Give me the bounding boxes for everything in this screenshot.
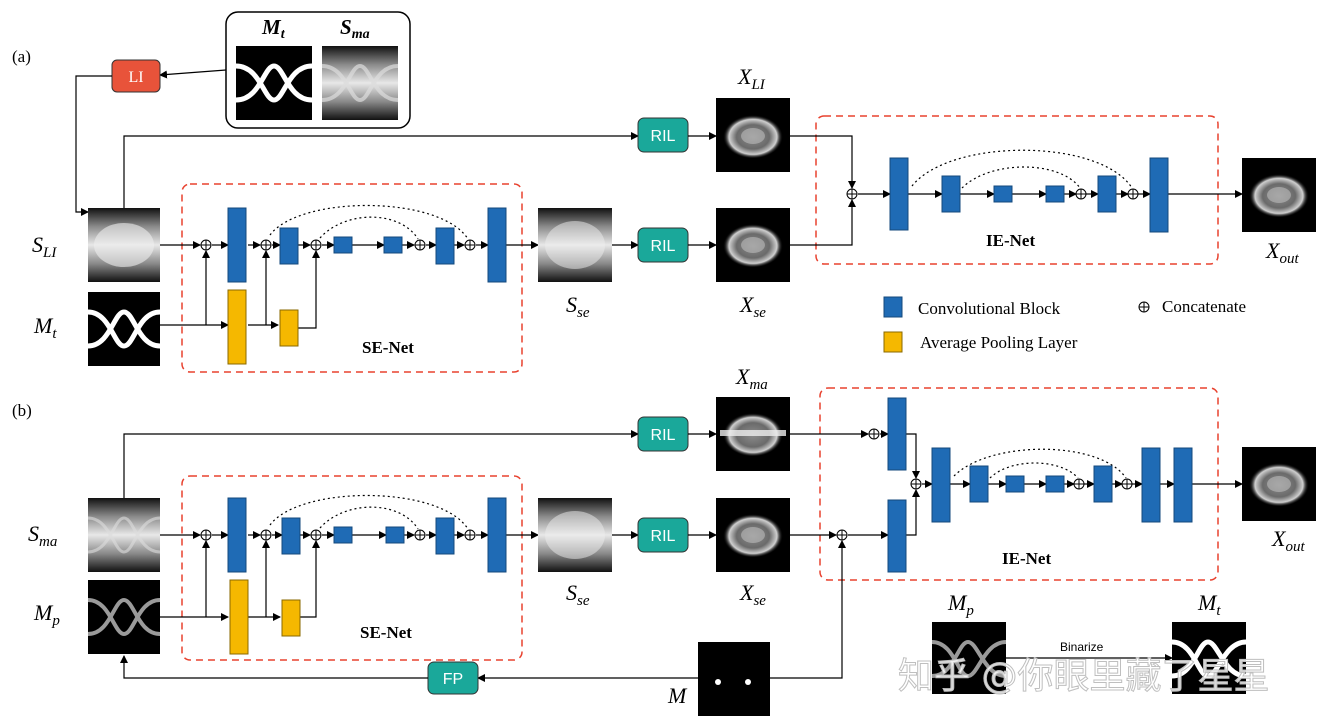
inset-sma-image: [321, 46, 399, 120]
x-out-a-image: [1242, 158, 1316, 232]
li-box: LI: [111, 59, 161, 93]
svg-text:RIL: RIL: [651, 128, 676, 145]
legend-concat-label: Concatenate: [1162, 297, 1246, 316]
m-p-image: [87, 580, 161, 654]
x-out-b-label: Xout: [1271, 526, 1305, 555]
x-li-image: [716, 98, 790, 172]
x-se-a-label: Xse: [739, 292, 766, 321]
ril-a-bottom: RIL: [637, 227, 689, 263]
ie-net-a-concat-icons: [846, 188, 1139, 200]
legend: Convolutional Block Concatenate Average …: [883, 296, 1246, 353]
ie-net-a-label: IE-Net: [986, 231, 1035, 250]
legend-conv-label: Convolutional Block: [918, 299, 1061, 318]
se-net-b-concat-icons: [200, 529, 476, 541]
se-net-b-label: SE-Net: [360, 623, 412, 642]
x-out-b-image: [1242, 447, 1316, 521]
se-net-a-concat-icons: [200, 239, 476, 251]
ril-a-top: RIL: [637, 117, 689, 153]
s-ma-image: [87, 498, 161, 572]
m-t-label: Mt: [33, 313, 57, 342]
svg-text:RIL: RIL: [651, 238, 676, 255]
svg-text:Mt: Mt: [261, 15, 286, 42]
ie-net-b-blocks: [887, 397, 1193, 573]
panel-b-label: (b): [12, 401, 32, 420]
inset-mt-image: [235, 46, 313, 120]
m-image: [698, 642, 770, 716]
se-net-a-blocks: [227, 207, 507, 365]
concat-icon: [1138, 301, 1150, 313]
svg-text:RIL: RIL: [651, 528, 676, 545]
s-se-a-image: [538, 208, 612, 282]
se-net-b-box: [181, 475, 523, 661]
s-li-image: [88, 208, 160, 282]
fp-box: FP: [427, 661, 479, 695]
se-net-b-blocks: [227, 497, 507, 655]
ie-net-b-concat-icons: [836, 428, 1133, 541]
ie-net-a-blocks: [889, 157, 1169, 233]
legend-pool-label: Average Pooling Layer: [920, 333, 1078, 352]
ril-b-top: RIL: [637, 416, 689, 452]
m-t-image: [87, 292, 161, 366]
s-se-a-label: Sse: [566, 292, 590, 321]
mp-small-image: [931, 622, 1007, 694]
ril-b-bottom: RIL: [637, 517, 689, 553]
svg-text:Sma: Sma: [340, 15, 370, 42]
svg-text:RIL: RIL: [651, 427, 676, 444]
x-ma-label: Xma: [735, 364, 768, 393]
x-ma-image: [716, 397, 790, 471]
x-se-a-image: [716, 208, 790, 282]
x-out-a-label: Xout: [1265, 238, 1299, 267]
se-net-a-label: SE-Net: [362, 338, 414, 357]
svg-text:FP: FP: [443, 671, 463, 688]
mp-small-label: Mp: [947, 590, 974, 619]
ie-net-b-label: IE-Net: [1002, 549, 1051, 568]
ie-net-a-box: [815, 115, 1219, 265]
x-se-b-label: Xse: [739, 580, 766, 609]
mt-small-label: Mt: [1197, 590, 1221, 619]
panel-a-label: (a): [12, 47, 31, 66]
x-li-label: XLI: [737, 64, 766, 93]
s-li-label: SLI: [32, 232, 57, 261]
m-label: M: [667, 683, 688, 708]
watermark: 知乎 @你眼里藏了星星: [898, 656, 1269, 697]
s-ma-label: Sma: [28, 521, 57, 550]
s-se-b-image: [538, 498, 612, 572]
binarize-label: Binarize: [1060, 640, 1104, 654]
mt-small-image: [1171, 622, 1247, 694]
s-se-b-label: Sse: [566, 580, 590, 609]
m-p-label: Mp: [33, 600, 60, 629]
inset-mt-sma: Mt Sma: [225, 11, 411, 129]
x-se-b-image: [716, 498, 790, 572]
svg-text:LI: LI: [128, 69, 143, 86]
se-net-a-box: [181, 183, 523, 373]
